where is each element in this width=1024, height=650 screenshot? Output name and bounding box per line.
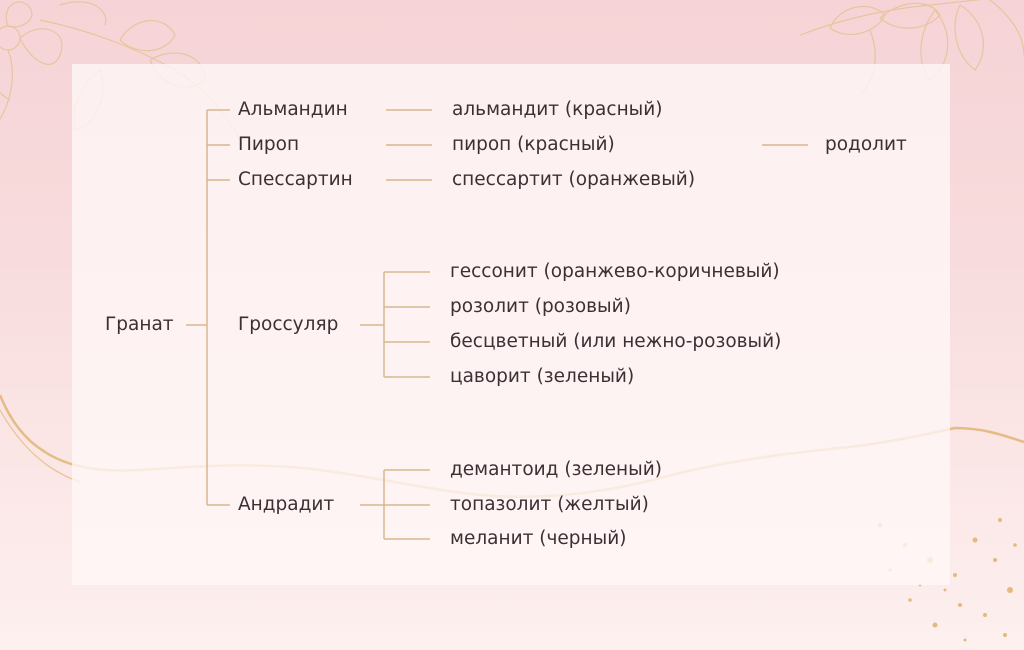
grossular-connector [360,271,430,378]
content-card [72,64,950,585]
variety-topazolite: топазолит (желтый) [450,494,649,515]
variety-pyrope: пироп (красный) [452,134,615,155]
variety-rhodolite: родолит [825,134,907,155]
variety-melanite: меланит (черный) [450,528,627,549]
variety-rosolite: розолит (розовый) [450,296,631,317]
variety-demantoid: демантоид (зеленый) [450,459,662,480]
root-connector [186,109,230,506]
species-pyrope: Пироп [238,134,300,155]
variety-colorless: бесцветный (или нежно-розовый) [450,331,782,352]
variety-hessonite: гессонит (оранжево-коричневый) [450,261,780,282]
species-andradite: Андрадит [238,494,335,515]
variety-tsavorite: цаворит (зеленый) [450,366,635,387]
species-spessartine: Спессартин [238,169,353,190]
variety-almandite: альмандит (красный) [452,99,663,120]
root-node-garnet: Гранат [105,314,174,335]
species-grossular: Гроссуляр [238,314,339,335]
variety-spessartite: спессартит (оранжевый) [452,169,696,190]
andradite-connector [360,469,430,540]
species-almandine: Альмандин [238,99,348,120]
floral-line-art-right-icon [799,0,1024,96]
